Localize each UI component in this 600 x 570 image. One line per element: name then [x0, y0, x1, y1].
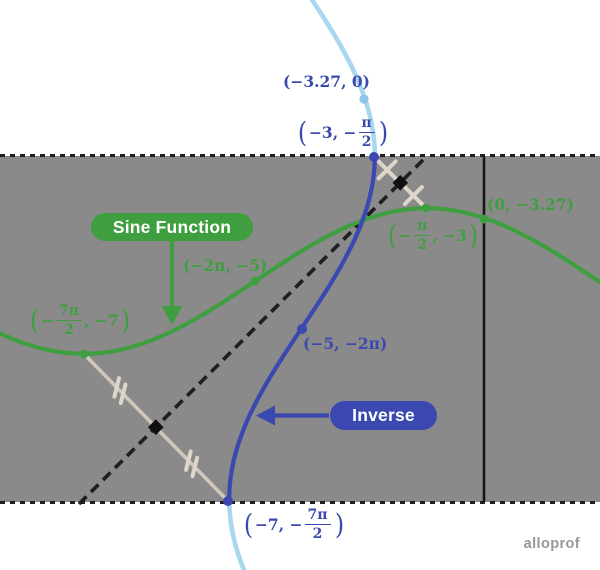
- midpoint-square-marker: [148, 419, 164, 435]
- point-label-inverse-mid: (−5, −2π): [303, 335, 387, 352]
- label-text: (0, −3.27): [487, 195, 574, 214]
- label-text: −: [398, 225, 412, 245]
- point-dot-sine: [479, 214, 489, 224]
- point-label-sine-mid: (−2π, −5): [183, 257, 267, 274]
- label-text: (−3.27, 0): [283, 72, 370, 91]
- point-dot-inverse: [297, 324, 307, 334]
- label-text: (−2π, −5): [183, 256, 268, 275]
- label-text: , −3: [432, 225, 467, 245]
- sine-curve: [0, 206, 600, 356]
- paren-close: ): [468, 218, 478, 252]
- fraction-denominator: 2: [361, 134, 372, 150]
- point-label-inverse-x-intercept: (−3.27, 0): [283, 73, 370, 90]
- fraction-numerator: π: [413, 219, 431, 236]
- point-dot-sine: [421, 203, 431, 213]
- paren-open: (: [29, 303, 40, 337]
- inverse-badge: Inverse: [330, 401, 437, 430]
- paren-open: (: [243, 507, 254, 541]
- inverse-badge-label: Inverse: [352, 405, 415, 425]
- inverse-badge-arrowhead-icon: [256, 405, 275, 426]
- label-text: −3, −: [308, 122, 357, 142]
- paren-open: (: [387, 218, 398, 252]
- point-dot-sine: [79, 349, 89, 359]
- inverse-extension-curve-top: [309, 0, 378, 161]
- sine-function-badge: Sine Function: [91, 213, 253, 241]
- congruence-tick-mark: [190, 455, 200, 479]
- fraction-numerator: 7π: [55, 304, 82, 321]
- midpoint-square-marker: [392, 175, 409, 191]
- alloprof-watermark: alloprof: [523, 536, 580, 552]
- paren-close: ): [334, 507, 344, 541]
- congruence-tick-mark: [112, 376, 121, 399]
- label-text: −7, −: [254, 514, 303, 534]
- paren-open: (: [297, 115, 308, 149]
- fraction-denominator: 2: [64, 322, 74, 338]
- label-text: , −7: [83, 310, 119, 330]
- congruence-x-mark: [376, 159, 398, 181]
- point-label-sine-y-intercept: (0, −3.27): [487, 196, 574, 213]
- fraction-denominator: 2: [312, 526, 323, 542]
- fraction-numerator: 7π: [304, 508, 331, 525]
- congruence-tick-mark: [184, 449, 193, 472]
- fraction-denominator: 2: [417, 237, 427, 253]
- fraction-numerator: π: [358, 116, 375, 133]
- point-dot-inverse: [223, 496, 233, 506]
- inverse-extension-curve-bottom: [226, 499, 247, 570]
- sine-function-badge-label: Sine Function: [112, 216, 232, 237]
- point-dot-inverse: [369, 152, 379, 162]
- reflection-dashed-line: [77, 154, 429, 506]
- paren-close: ): [120, 303, 130, 337]
- point-dot-inverse-x-intercept: [359, 94, 369, 104]
- congruence-tick-mark: [118, 382, 128, 406]
- congruence-x-mark: [402, 185, 424, 207]
- paren-close: ): [378, 115, 388, 149]
- point-dot-sine: [250, 276, 260, 286]
- sine-badge-arrowhead-icon: [161, 306, 183, 325]
- label-text: (−5, −2π): [303, 334, 388, 353]
- label-text: −: [40, 310, 54, 330]
